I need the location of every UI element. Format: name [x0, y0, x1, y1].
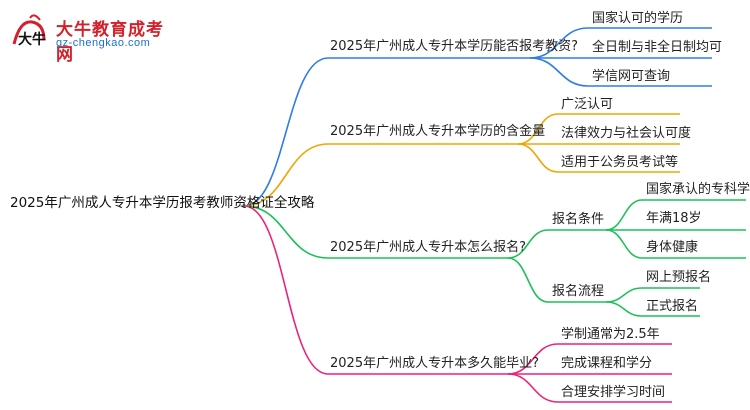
leaf-node: 法律效力与社会认可度: [561, 126, 692, 141]
link-group-leaf: [605, 287, 643, 303]
link-group-leaf: [605, 199, 643, 231]
link-group-leaf: [605, 229, 643, 259]
link-root-branch: [243, 205, 329, 259]
root-node: 2025年广州成人专升本学历报考教师资格证全攻略: [10, 195, 315, 211]
link-branch-leaf: [517, 143, 559, 173]
root-anchor: [242, 204, 246, 208]
leaf-node: 学信网可查询: [592, 69, 671, 84]
link-branch-leaf: [529, 27, 589, 59]
leaf-node: 广泛认可: [561, 97, 614, 112]
link-root-branch: [243, 143, 329, 207]
branch-node: 2025年广州成人专升本学历的含金量: [330, 124, 546, 139]
leaf-node: 正式报名: [646, 299, 699, 314]
leaf-node: 身体健康: [646, 240, 699, 255]
link-root-branch: [243, 57, 329, 207]
link-branch-leaf: [507, 373, 559, 403]
link-group-leaf: [605, 301, 643, 317]
link-branch-leaf: [529, 57, 589, 87]
branch-node: 2025年广州成人专升本多久能毕业?: [330, 356, 539, 371]
group-node: 报名流程: [552, 284, 605, 299]
logo-mark-text: 大牛: [18, 31, 46, 48]
leaf-node: 网上预报名: [646, 270, 712, 285]
leaf-node: 国家认可的学历: [592, 11, 684, 26]
group-node: 报名条件: [552, 212, 605, 227]
leaf-node: 适用于公务员考试等: [561, 155, 679, 170]
leaf-node: 完成课程和学分: [561, 356, 653, 371]
branch-node: 2025年广州成人专升本怎么报名?: [330, 240, 526, 255]
branch-node: 2025年广州成人专升本学历能否报考教资?: [330, 39, 578, 54]
link-branch-group: [507, 257, 549, 303]
leaf-node: 国家承认的专科学历: [646, 182, 750, 197]
link-root-branch: [243, 205, 329, 375]
link-branch-leaf: [507, 343, 559, 375]
leaf-node: 学制通常为2.5年: [561, 327, 660, 342]
link-branch-group: [507, 229, 549, 259]
site-logo[interactable]: 大牛 大牛教育成考网 gz-chengkao.com: [8, 12, 178, 65]
leaf-node: 全日制与非全日制均可: [592, 40, 723, 55]
logo-url: gz-chengkao.com: [56, 37, 151, 49]
leaf-node: 年满18岁: [646, 211, 702, 226]
leaf-node: 合理安排学习时间: [561, 385, 666, 400]
logo-title: 大牛教育成考网: [56, 20, 164, 65]
link-branch-leaf: [517, 113, 559, 145]
ox-logo-icon: 大牛: [12, 14, 46, 48]
